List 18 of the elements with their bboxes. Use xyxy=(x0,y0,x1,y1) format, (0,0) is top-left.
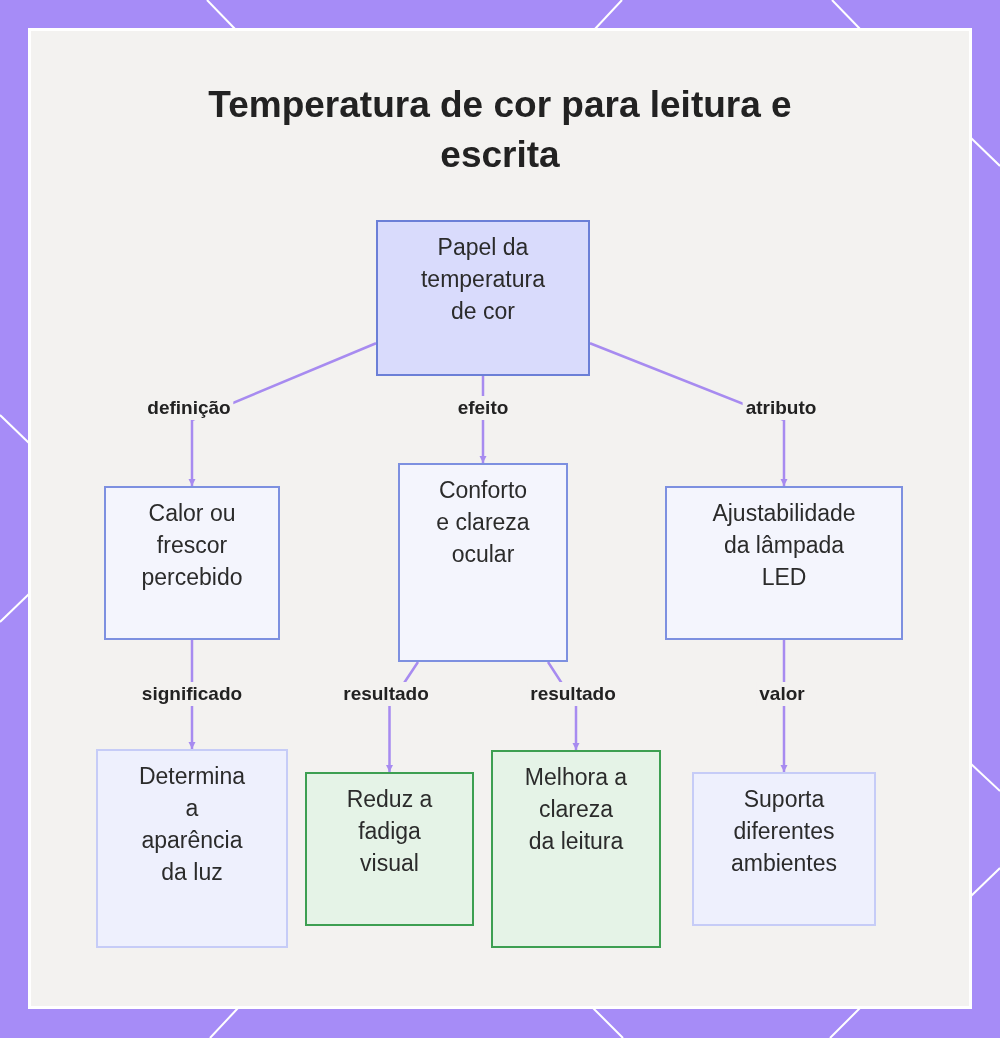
concept-box xyxy=(665,486,903,640)
concept-box xyxy=(376,220,590,376)
title: Temperatura de cor para leitura e escrita xyxy=(207,83,793,177)
concept-box xyxy=(305,772,474,926)
box-text: Determina a aparência da luz xyxy=(137,762,247,887)
edge-label: valor xyxy=(756,682,808,706)
box-text: Melhora a clareza da leitura xyxy=(524,763,628,856)
box-text: Calor ou frescor percebido xyxy=(140,499,244,592)
concept-box xyxy=(104,486,280,640)
box-text: Conforto e clareza ocular xyxy=(435,476,531,569)
concept-box xyxy=(491,750,661,948)
concept-box xyxy=(692,772,876,926)
box-text: Suporta diferentes ambientes xyxy=(729,785,839,878)
box-text: Reduz a fadiga visual xyxy=(345,785,434,878)
concept-box xyxy=(398,463,568,662)
box-text: Papel da temperatura de cor xyxy=(420,233,546,326)
concept-box xyxy=(96,749,288,948)
box-text: Ajustabilidade da lâmpada LED xyxy=(711,499,857,592)
